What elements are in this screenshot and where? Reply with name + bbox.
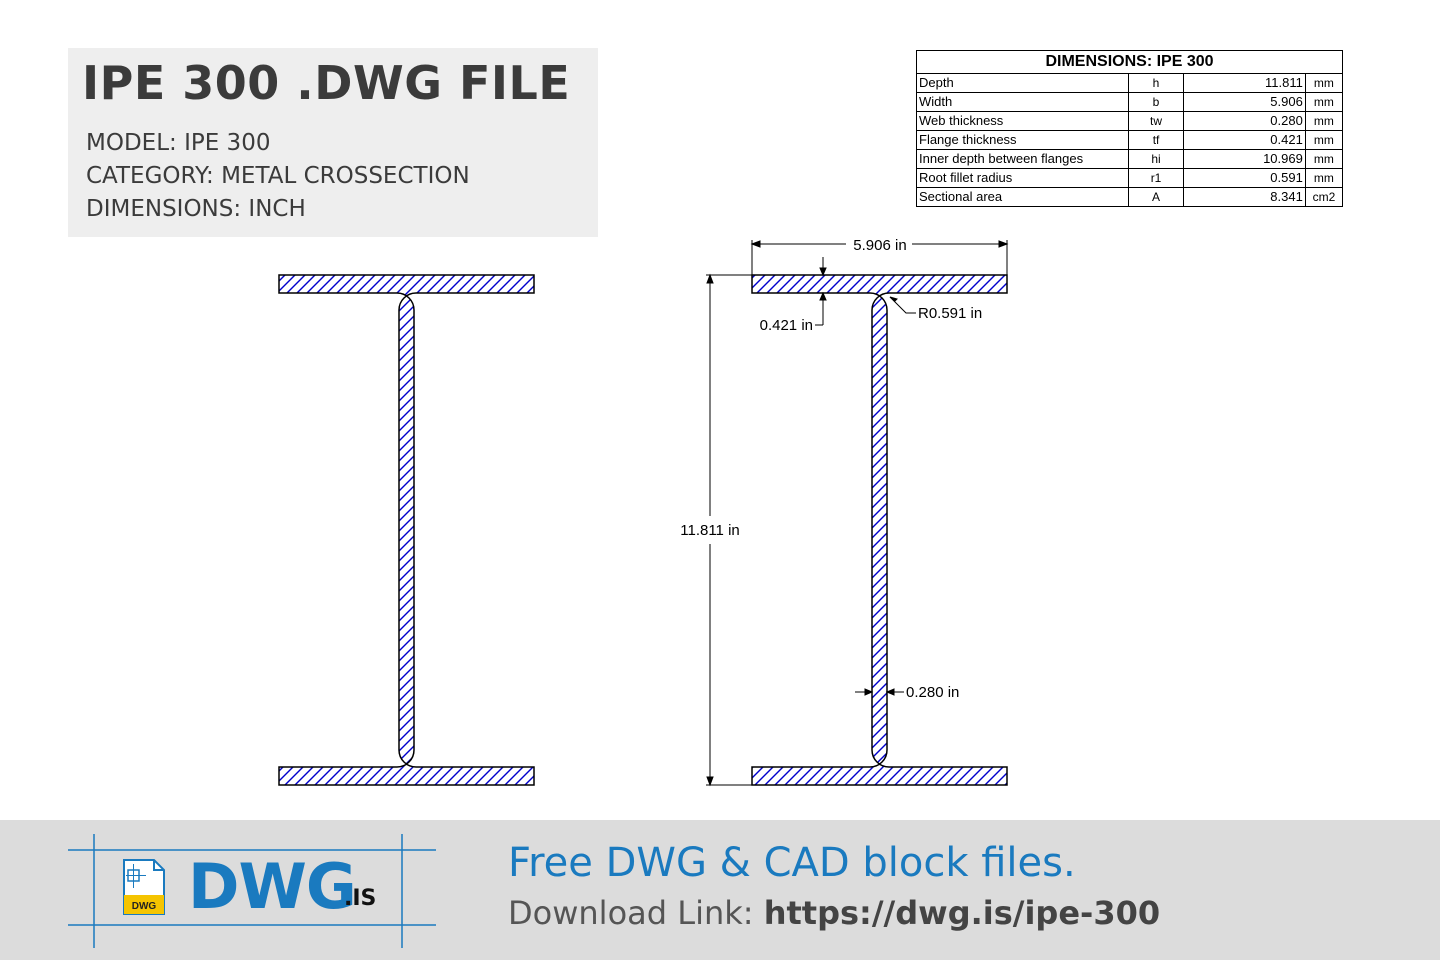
file-badge-text: DWG <box>132 901 157 912</box>
cell-name: Inner depth between flanges <box>915 149 1130 169</box>
depth-label: 11.811 in <box>680 522 740 539</box>
flange-thickness-label: 0.421 in <box>760 317 813 334</box>
radius-dimension <box>889 296 916 314</box>
model-line: MODEL: IPE 300 <box>86 130 271 156</box>
brand-suffix: .IS <box>344 886 377 911</box>
brand-logo-text: DWG <box>188 850 357 923</box>
cell-unit: cm2 <box>1304 187 1344 207</box>
category-line: CATEGORY: METAL CROSSECTION <box>86 163 470 189</box>
download-line: Download Link: https://dwg.is/ipe-300 <box>508 894 1160 932</box>
page-title: IPE 300 .DWG FILE <box>82 56 571 110</box>
cell-value: 0.591 <box>1182 168 1306 188</box>
tagline: Free DWG & CAD block files. <box>508 840 1076 886</box>
cell-name: Flange thickness <box>915 130 1130 150</box>
download-link[interactable]: https://dwg.is/ipe-300 <box>763 894 1161 932</box>
depth-dimension <box>706 273 752 787</box>
ipe-section-left <box>278 274 535 786</box>
table-title: DIMENSIONS: IPE 300 <box>916 50 1343 74</box>
table-header-row: DIMENSIONS: IPE 300 <box>916 50 1343 74</box>
web-thickness-dimension <box>855 688 904 696</box>
cell-name: Root fillet radius <box>915 168 1130 188</box>
ipe-section-right <box>751 274 1008 786</box>
ipe-section-drawing: 5.906 in 11.811 in 0.421 in R0.591 in 0.… <box>278 237 1009 787</box>
cell-value: 8.341 <box>1182 187 1306 207</box>
cell-unit: mm <box>1304 92 1344 112</box>
width-label: 5.906 in <box>853 237 906 254</box>
dimensions-line: DIMENSIONS: INCH <box>86 196 306 222</box>
radius-label: R0.591 in <box>918 305 982 322</box>
footer-banner: DWG DWG .IS Free DWG & CAD block files. … <box>0 820 1440 960</box>
cell-value: 0.280 <box>1182 111 1306 131</box>
cell-name: Sectional area <box>915 187 1130 207</box>
info-panel: IPE 300 .DWG FILE MODEL: IPE 300 CATEGOR… <box>68 48 598 237</box>
cell-name: Web thickness <box>915 111 1130 131</box>
width-dimension <box>750 240 1009 275</box>
cell-unit: mm <box>1304 149 1344 169</box>
web-thickness-label: 0.280 in <box>906 684 959 701</box>
download-label: Download Link: <box>508 894 764 932</box>
cell-unit: mm <box>1304 130 1344 150</box>
cell-unit: mm <box>1304 73 1344 93</box>
cell-unit: mm <box>1304 111 1344 131</box>
cell-value: 11.811 <box>1182 73 1306 93</box>
logo-frame: DWG <box>68 834 436 948</box>
flange-thickness-dimension <box>815 257 827 326</box>
dwg-file-icon: DWG <box>123 859 165 915</box>
